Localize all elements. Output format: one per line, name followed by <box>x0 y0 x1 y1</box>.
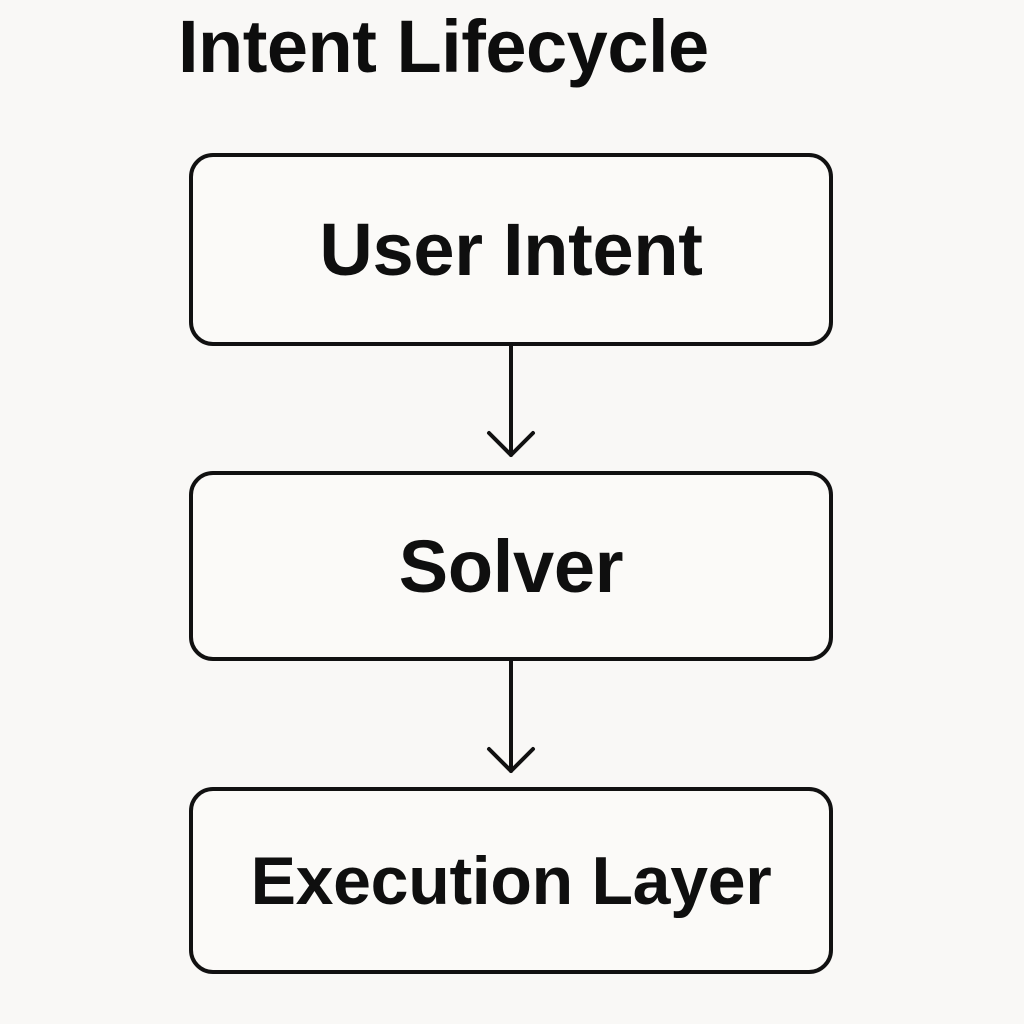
arrow-solver-to-execution-layer <box>487 659 535 773</box>
node-user-intent-label: User Intent <box>319 208 703 291</box>
arrow-user-intent-to-solver <box>487 344 535 457</box>
node-execution-layer: Execution Layer <box>189 787 833 974</box>
diagram-title: Intent Lifecycle <box>178 5 709 88</box>
node-execution-layer-label: Execution Layer <box>250 842 772 919</box>
node-solver-label: Solver <box>398 524 624 608</box>
node-user-intent: User Intent <box>189 153 833 346</box>
node-solver: Solver <box>189 471 833 661</box>
